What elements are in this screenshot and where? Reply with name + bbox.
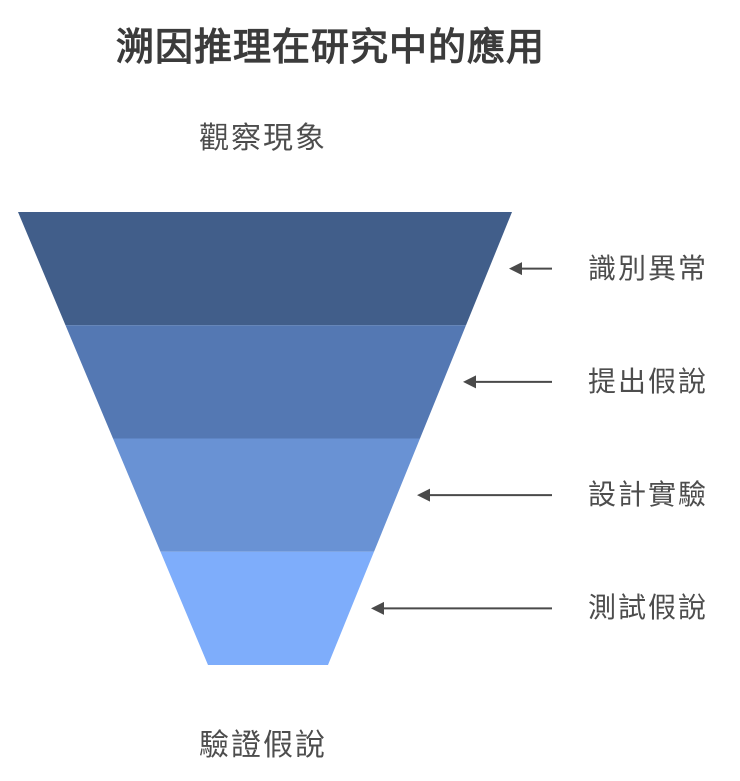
stage-label-test-hypothesis: 測試假說 <box>588 591 709 624</box>
funnel-stage-shape <box>160 551 374 665</box>
stage-label-design-experiment: 設計實驗 <box>588 478 709 511</box>
stage-arrowhead-icon <box>463 375 476 389</box>
funnel-stage-shape <box>18 212 512 326</box>
funnel-output-label: 驗證假說 <box>199 728 327 763</box>
stage-arrowhead-icon <box>371 601 384 615</box>
stage-arrowhead-icon <box>417 488 430 502</box>
stage-label-propose-hypothesis: 提出假說 <box>588 365 709 398</box>
funnel-stage-shape <box>113 438 420 552</box>
stage-label-identify-anomaly: 識別異常 <box>588 252 709 285</box>
stage-arrowhead-icon <box>509 262 522 276</box>
funnel-input-label: 觀察現象 <box>199 121 327 156</box>
funnel-stage-shape <box>65 325 466 439</box>
diagram-title: 溯因推理在研究中的應用 <box>116 25 546 69</box>
